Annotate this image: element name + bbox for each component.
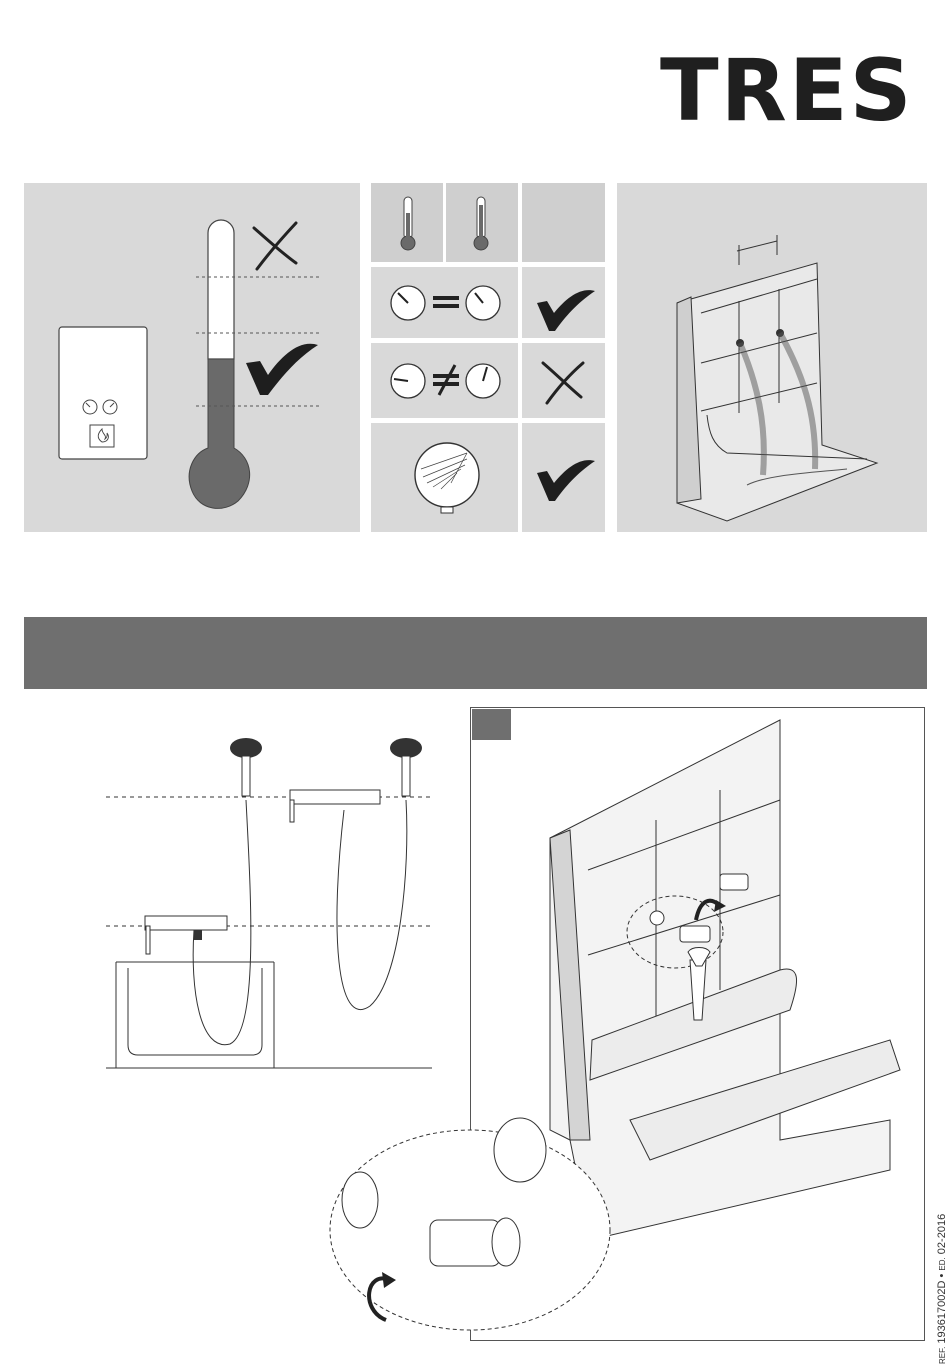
ed-date: 02-2016: [936, 1214, 948, 1254]
bath-mixer-icon: [145, 916, 227, 954]
brand-logo-text: TRES: [660, 50, 928, 132]
check-mark-icon: [246, 344, 318, 395]
flushing-illustration: [617, 183, 927, 532]
ref-code: 193617002D: [936, 1281, 948, 1344]
shower-head-icon: [193, 738, 262, 1045]
equal-sign-icon: [433, 296, 459, 308]
bathtub-icon: [116, 962, 274, 1068]
pressure-illustration: [371, 183, 605, 532]
panel-flushing: [617, 183, 927, 532]
ed-label: ED.: [938, 1257, 947, 1270]
document-reference: REF. 193617002D • ED. 02-2016: [936, 1214, 948, 1364]
thermometer-hot-icon: [401, 197, 415, 250]
ref-separator: •: [936, 1274, 948, 1278]
check-mark-icon: [537, 290, 595, 331]
section-banner: [24, 617, 927, 689]
check-mark-icon: [537, 460, 595, 501]
thermometer-cold-icon: [474, 197, 488, 250]
temperature-illustration: [24, 183, 360, 532]
water-heater-icon: [59, 327, 147, 459]
cross-mark-icon: [543, 363, 583, 403]
ref-label: REF.: [938, 1347, 947, 1364]
pressure-regulator-icon: [415, 443, 479, 513]
cross-mark-icon: [254, 223, 296, 269]
panel-pressure: [371, 183, 605, 532]
pressure-gauge-icon: [391, 286, 500, 320]
connection-installation-illustration: [330, 720, 920, 1360]
panel-temperature: [24, 183, 360, 532]
brand-logo: TRES: [660, 50, 928, 132]
not-equal-sign-icon: [433, 365, 459, 395]
